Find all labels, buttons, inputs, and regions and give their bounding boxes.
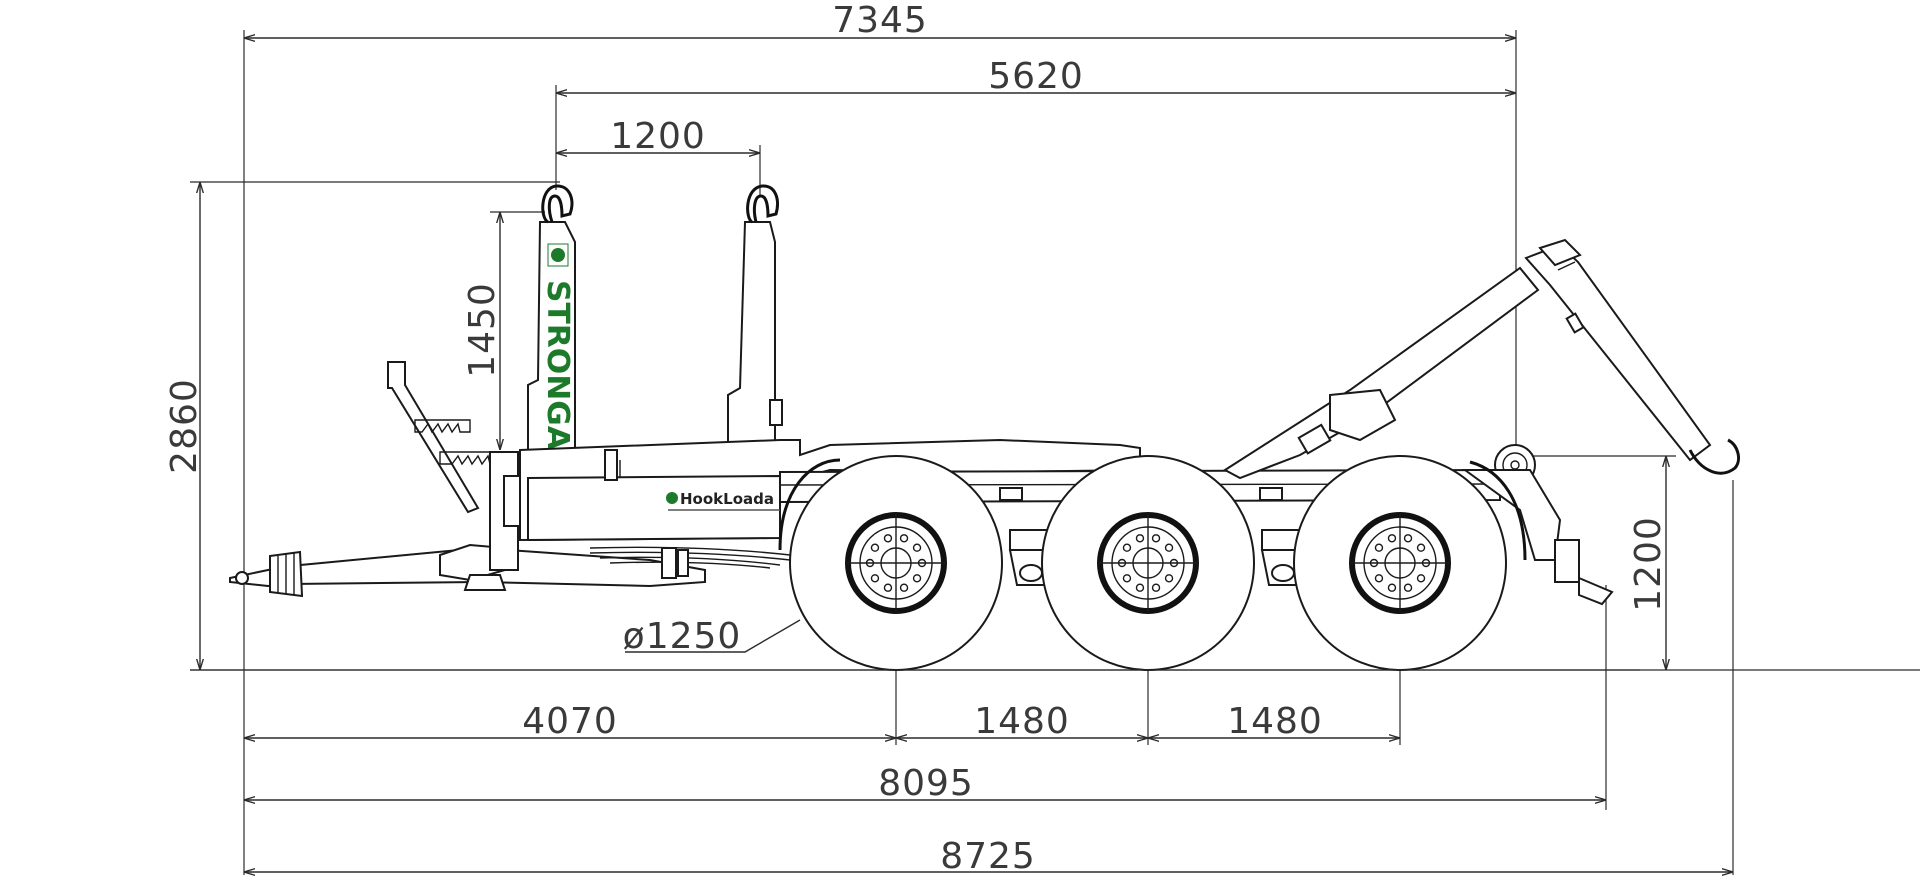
wheel-stud xyxy=(865,558,875,568)
wheels xyxy=(789,455,1507,671)
wheel-3 xyxy=(1293,455,1507,671)
wheel-stud xyxy=(1403,583,1413,592)
stronga-wordmark: STRONGA xyxy=(540,280,575,451)
hook-arm xyxy=(1223,238,1740,606)
dim-overall-body-length: 7345 xyxy=(832,0,928,41)
wheel-stud xyxy=(912,574,922,583)
wheel-stud xyxy=(1374,543,1384,552)
hookloada-logo: HookLoada xyxy=(666,490,780,511)
dim-overall-length: 8725 xyxy=(940,836,1036,877)
dim-overall-height: 2860 xyxy=(164,378,205,474)
dimension-lines xyxy=(190,30,1920,875)
wheel-stud xyxy=(1164,543,1174,552)
front-posts: STRONGA xyxy=(527,184,783,451)
wheel-stud xyxy=(1403,534,1413,543)
wheel-stud xyxy=(1374,574,1384,583)
wheel-stud xyxy=(917,558,927,568)
wheel-stud xyxy=(1169,558,1179,568)
front-stand xyxy=(387,361,501,514)
dim-axle-spacing-1: 1480 xyxy=(974,701,1070,742)
wheel-stud xyxy=(1416,543,1426,552)
wheel-stud xyxy=(870,543,880,552)
wheel-stud xyxy=(883,583,893,592)
wheel-1 xyxy=(789,455,1003,671)
wheel-stud xyxy=(883,534,893,543)
wheel-stud xyxy=(1151,534,1161,543)
mudguards xyxy=(778,458,1527,561)
wheel-stud xyxy=(1135,583,1145,592)
dim-tyre-diameter: ø1250 xyxy=(623,616,742,657)
dim-axle-spacing-2: 1480 xyxy=(1227,701,1323,742)
stronga-logo: STRONGA xyxy=(540,243,575,451)
wheel-stud xyxy=(1387,583,1397,592)
wheel-stud xyxy=(1117,558,1127,568)
drawbar xyxy=(229,543,791,598)
wheel-stud xyxy=(1135,534,1145,543)
dimension-labels: 7345 5620 1200 2860 1450 1200 ø1250 4070… xyxy=(164,0,1669,877)
wheel-stud xyxy=(1164,574,1174,583)
dim-front-to-first-axle: 4070 xyxy=(522,701,618,742)
wheel-stud xyxy=(870,574,880,583)
dim-hook-to-rear: 5620 xyxy=(988,56,1084,97)
wheel-stud xyxy=(1122,574,1132,583)
dim-post-spacing: 1200 xyxy=(610,116,706,157)
wheel-stud xyxy=(1151,583,1161,592)
wheel-stud xyxy=(1387,534,1397,543)
wheel-stud xyxy=(899,534,909,543)
wheel-stud xyxy=(1416,574,1426,583)
wheel-stud xyxy=(899,583,909,592)
wheel-2 xyxy=(1041,455,1255,671)
dim-length-to-hook-tip: 8095 xyxy=(878,763,974,804)
wheel-stud xyxy=(912,543,922,552)
wheel-stud xyxy=(1369,558,1379,568)
dim-rear-height: 1200 xyxy=(1628,516,1669,612)
wheel-stud xyxy=(1122,543,1132,552)
hookloada-wordmark: HookLoada xyxy=(680,490,774,508)
wheel-stud xyxy=(1421,558,1431,568)
dim-post-height: 1450 xyxy=(462,282,503,378)
